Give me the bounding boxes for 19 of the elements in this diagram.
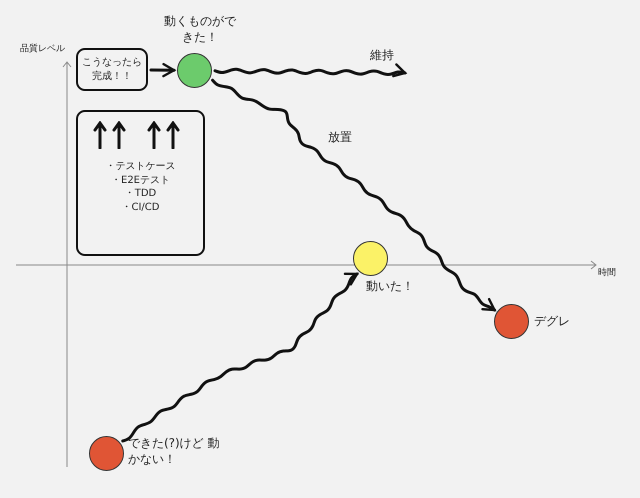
edge-label: 放置 [328,130,352,146]
node-caption: 動いた！ [366,279,414,295]
circle-marker [177,53,212,88]
circle-marker [494,304,529,339]
box-text: ・TDD [124,187,156,200]
axis-label: 品質レベル [20,44,65,56]
node-caption: 動くものができた！ [163,14,238,46]
node-caption: デグレ [534,314,570,330]
rounded-box [76,48,148,91]
rounded-box [76,110,205,256]
circle-marker [353,241,388,276]
edge-label: 維持 [370,48,394,64]
node-caption: できた(?)けど 動かない！ [128,436,221,468]
box-text: ・テストケース [106,160,176,174]
box-text: こうなったら完成！！ [81,56,143,83]
box-text: ・CI/CD [122,200,160,214]
axis-label: 時間 [598,268,616,280]
box-text: ・E2Eテスト [111,174,170,187]
circle-marker [89,436,124,471]
